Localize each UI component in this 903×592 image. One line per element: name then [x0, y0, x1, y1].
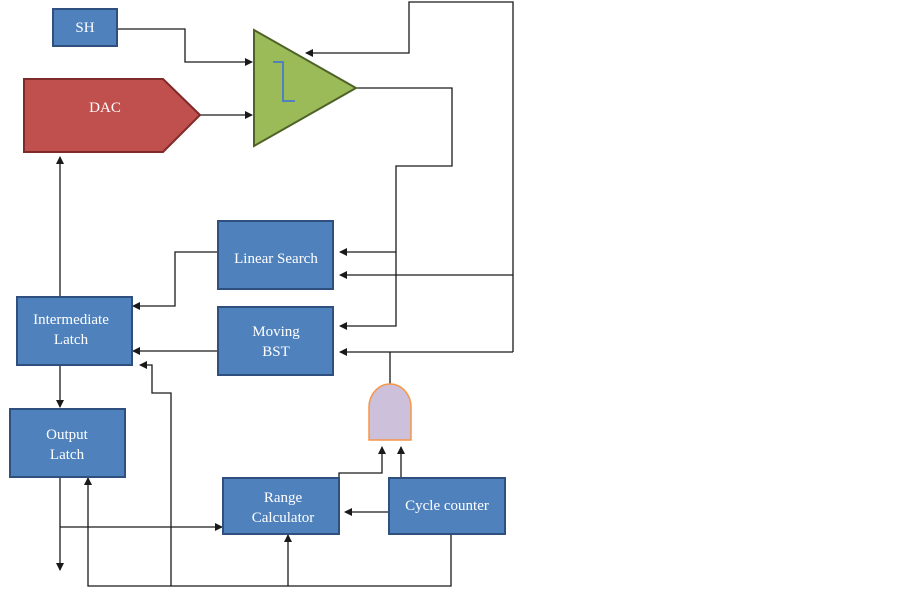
wire-range-to-and — [338, 446, 386, 478]
wires — [56, 1, 514, 587]
cycle-counter-block[interactable]: Cycle counter — [388, 477, 506, 535]
wire-feedback-to-comparator — [305, 1, 514, 352]
hysteresis-icon — [273, 61, 295, 102]
sh-block[interactable]: SH — [52, 8, 118, 47]
output-latch-label-2: Latch — [50, 447, 85, 463]
intermediate-latch-label-1: Intermediate — [33, 312, 109, 328]
range-calculator-block[interactable]: Range Calculator — [222, 477, 340, 535]
wire-bottom-bus — [84, 477, 452, 587]
intermediate-latch-label-2: Latch — [54, 332, 89, 348]
and-gate[interactable] — [368, 383, 412, 441]
linear-search-block[interactable]: Linear Search — [217, 220, 334, 290]
dac-block[interactable]: DAC — [23, 78, 202, 153]
wire-linear-to-latch — [132, 251, 218, 310]
output-latch-label-1: Output — [46, 427, 89, 443]
output-latch-block[interactable]: Output Latch — [9, 408, 126, 478]
dac-label: DAC — [89, 100, 121, 116]
cycle-counter-label: Cycle counter — [405, 498, 489, 514]
moving-bst-block[interactable]: Moving BST — [217, 306, 334, 376]
range-calculator-label-1: Range — [264, 490, 303, 506]
linear-search-label: Linear Search — [234, 251, 318, 267]
sh-label: SH — [75, 20, 94, 36]
wire-bus-to-latch — [139, 361, 172, 586]
moving-bst-label-1: Moving — [252, 324, 300, 340]
range-calculator-label-2: Calculator — [252, 510, 314, 526]
moving-bst-label-2: BST — [262, 344, 290, 360]
wire-sh-to-comparator — [117, 28, 253, 66]
wire-comparator-out — [339, 87, 453, 330]
comparator[interactable] — [253, 28, 359, 148]
intermediate-latch-block[interactable]: Intermediate Latch — [16, 296, 133, 366]
